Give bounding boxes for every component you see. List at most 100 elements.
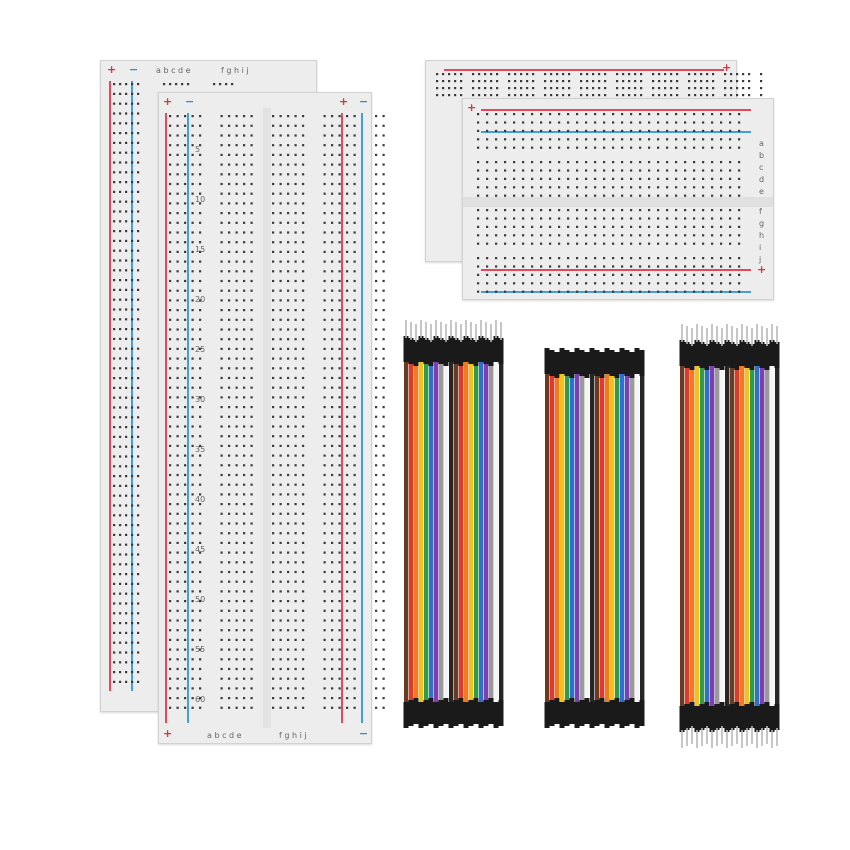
hole: [235, 260, 238, 263]
hole: [640, 73, 643, 76]
metal-pin: [751, 726, 753, 744]
hole: [382, 338, 385, 341]
row-letter: f: [759, 207, 762, 216]
connector-housing: [694, 706, 700, 732]
hole: [634, 73, 637, 76]
hole: [302, 706, 305, 709]
hole: [375, 638, 378, 641]
hole: [323, 347, 326, 350]
hole: [287, 629, 290, 632]
hole: [228, 706, 231, 709]
hole: [382, 464, 385, 467]
hole: [220, 648, 223, 651]
hole: [176, 619, 179, 622]
hole: [657, 177, 660, 180]
hole: [612, 113, 615, 116]
hole: [235, 435, 238, 438]
hole: [137, 435, 140, 438]
hole: [729, 282, 732, 285]
hole: [666, 217, 669, 220]
hole: [323, 629, 326, 632]
hole: [137, 475, 140, 478]
hole: [353, 260, 356, 263]
jumper-wire: [449, 358, 454, 708]
hole: [558, 177, 561, 180]
hole: [137, 230, 140, 233]
hole: [684, 257, 687, 260]
hole: [199, 241, 202, 244]
hole: [131, 465, 134, 468]
hole: [228, 192, 231, 195]
hole: [353, 338, 356, 341]
hole: [331, 134, 334, 137]
hole: [346, 561, 349, 564]
hole: [666, 194, 669, 197]
hole: [323, 590, 326, 593]
jumper-wire: [499, 358, 504, 708]
hole: [250, 250, 253, 253]
hole: [243, 687, 246, 690]
hole: [630, 194, 633, 197]
hole: [220, 270, 223, 273]
hole: [353, 697, 356, 700]
hole: [504, 234, 507, 237]
hole: [353, 677, 356, 680]
hole: [346, 289, 349, 292]
hole: [125, 680, 128, 683]
hole: [176, 677, 179, 680]
hole: [382, 376, 385, 380]
hole: [125, 631, 128, 634]
hole: [353, 667, 356, 671]
hole: [693, 242, 696, 245]
hole: [576, 282, 579, 285]
hole: [585, 217, 588, 220]
hole: [287, 570, 290, 574]
hole: [243, 638, 246, 641]
row-letter: i: [759, 243, 762, 252]
hole: [169, 541, 172, 544]
hole: [711, 282, 714, 285]
hole: [125, 122, 128, 125]
hole: [346, 328, 349, 331]
hole: [228, 357, 231, 360]
hole: [346, 706, 349, 709]
hole: [125, 524, 128, 527]
hole: [137, 210, 140, 213]
hole: [353, 241, 356, 244]
hole: [331, 221, 334, 224]
hole: [585, 242, 588, 245]
hole: [323, 231, 326, 234]
jumper-wire: [494, 358, 499, 708]
hole: [191, 270, 194, 273]
hole: [522, 225, 525, 228]
hole: [184, 483, 187, 486]
hole: [729, 225, 732, 228]
hole: [235, 357, 238, 360]
hole: [235, 483, 238, 486]
hole: [514, 80, 517, 83]
hole: [176, 192, 179, 195]
row-number: 35: [195, 445, 206, 454]
hole: [331, 609, 334, 612]
hole: [622, 94, 625, 97]
hole: [477, 282, 480, 285]
hole: [287, 677, 290, 680]
hole: [219, 83, 222, 86]
hole: [243, 658, 246, 661]
hole: [113, 465, 116, 468]
hole: [294, 182, 297, 186]
hole: [382, 182, 385, 186]
hole: [375, 163, 378, 166]
hole: [250, 163, 253, 166]
hole: [531, 257, 534, 260]
metal-pin: [470, 322, 472, 340]
hole: [436, 73, 439, 76]
connector-housing: [413, 340, 419, 366]
connector-housing: [634, 348, 640, 374]
hole: [113, 406, 116, 409]
hole: [191, 638, 194, 641]
hole: [323, 270, 326, 273]
hole: [125, 357, 128, 360]
hole: [684, 113, 687, 116]
hole: [586, 80, 589, 83]
